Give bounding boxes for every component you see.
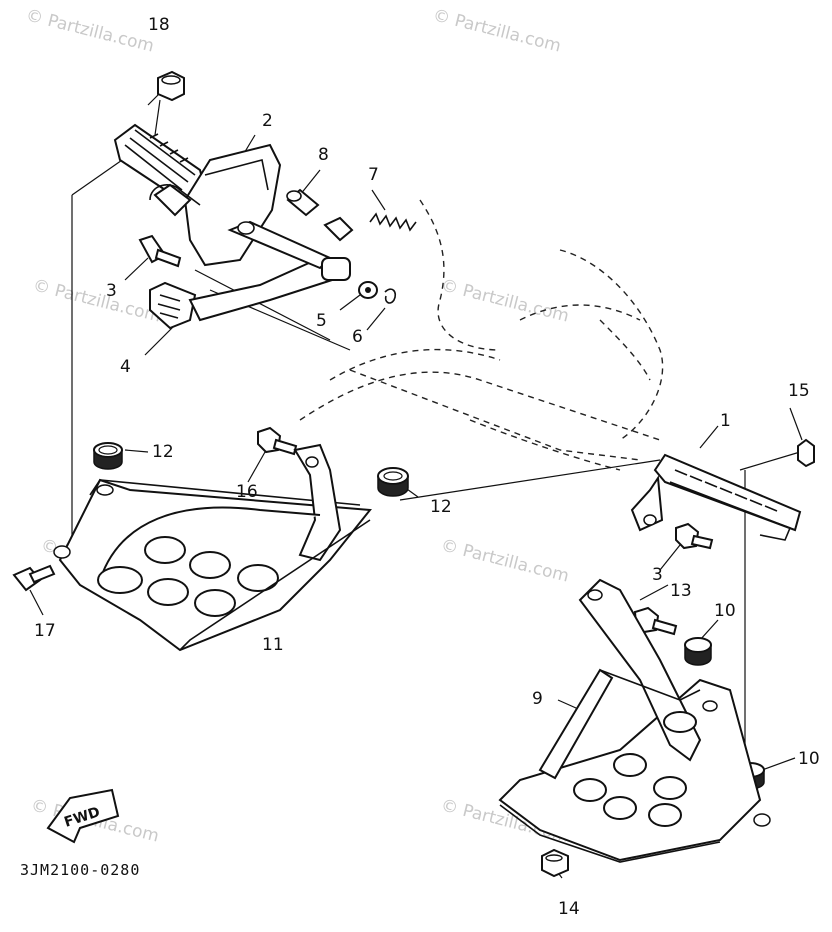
watermark: © Partzilla.com <box>439 275 571 326</box>
callout-10: 10 <box>714 601 736 621</box>
watermark: © Partzilla.com <box>439 535 571 586</box>
callout-5: 5 <box>316 311 327 331</box>
part-6-cotter-pin <box>384 288 397 304</box>
callout-9: 9 <box>532 689 543 709</box>
callout-8: 8 <box>318 145 329 165</box>
part-12-grommet-left <box>93 442 123 470</box>
callout-3: 3 <box>652 565 663 585</box>
part-4-brake-pedal <box>149 216 354 330</box>
callout-1: 1 <box>720 411 731 431</box>
diagram-code: 3JM2100-0280 <box>20 861 140 879</box>
watermark-layer: © Partzilla.com © Partzilla.com © Partzi… <box>24 5 571 846</box>
callout-10: 10 <box>798 749 820 769</box>
part-15-nut <box>797 438 815 468</box>
frame-outline <box>299 199 664 471</box>
callout-16: 16 <box>236 482 258 502</box>
callout-18: 18 <box>148 15 170 35</box>
callout-3: 3 <box>106 281 117 301</box>
part-3-bolt-left <box>138 234 182 268</box>
callout-6: 6 <box>352 327 363 347</box>
part-3-bolt-right <box>675 522 714 550</box>
fwd-arrow-icon: FWD <box>46 788 120 844</box>
callout-11: 11 <box>262 635 284 655</box>
part-18-nut <box>157 70 185 102</box>
part-5-washer <box>358 281 378 299</box>
callout-4: 4 <box>120 357 131 377</box>
part-16-bolt <box>257 426 298 456</box>
watermark: © Partzilla.com <box>431 5 563 56</box>
part-1-right-footrest <box>630 453 802 541</box>
callout-12: 12 <box>430 497 452 517</box>
part-10-grommet-upper <box>684 637 712 666</box>
callout-15: 15 <box>788 381 810 401</box>
callout-13: 13 <box>670 581 692 601</box>
callout-labels: 18 2 8 7 3 5 6 4 12 16 12 1 15 17 11 3 1… <box>34 15 820 919</box>
part-12-grommet-right <box>377 467 409 497</box>
part-11-left-stand-plate <box>53 443 372 652</box>
watermark: © Partzilla.com <box>24 5 156 56</box>
part-7-spring <box>369 212 417 232</box>
callout-12: 12 <box>152 442 174 462</box>
part-8-pin <box>286 188 320 217</box>
part-2-left-footrest-bracket <box>113 123 282 267</box>
callout-2: 2 <box>262 111 273 131</box>
callout-7: 7 <box>368 165 379 185</box>
part-9-right-stand-plate <box>498 578 771 863</box>
part-14-nut <box>541 848 569 878</box>
watermark: © Partzilla.com <box>31 275 163 326</box>
callout-17: 17 <box>34 621 56 641</box>
part-17-bolt <box>12 564 56 592</box>
callout-14: 14 <box>558 899 580 919</box>
